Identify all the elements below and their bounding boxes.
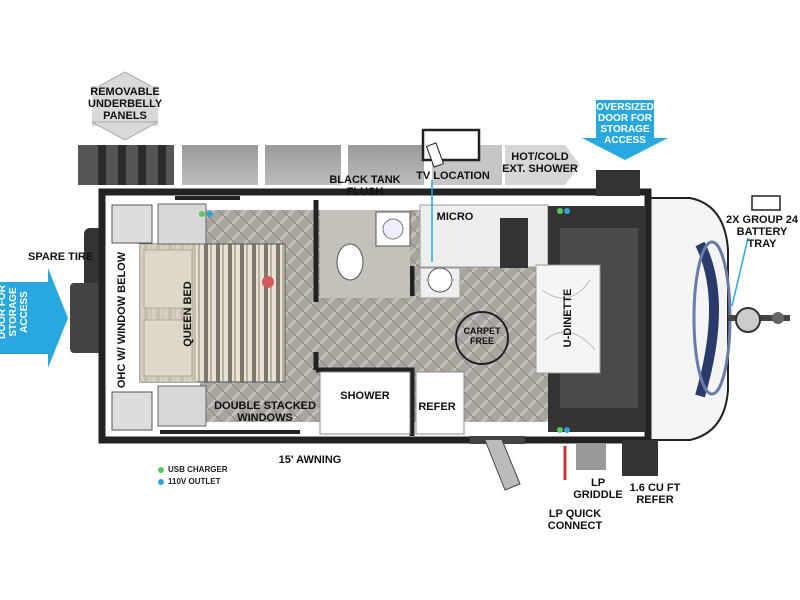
lp-griddle-label: LP GRIDDLE	[573, 477, 623, 501]
tv-icon	[421, 128, 481, 168]
double-arrow-icon	[91, 71, 159, 141]
outlet-dots	[199, 208, 570, 433]
legend-outlet: 110V OUTLET	[158, 477, 220, 486]
toilet	[336, 243, 364, 281]
refer-16-label: 1.6 CU FT REFER	[629, 482, 681, 506]
tv-location-label: TV LOCATION	[416, 170, 490, 182]
sink	[427, 267, 453, 293]
storage-door-top	[596, 170, 640, 196]
interior-walls	[313, 200, 415, 436]
trailer-front	[644, 195, 790, 441]
legend-usb: USB CHARGER	[158, 465, 228, 474]
hot-cold-shower-label: HOT/COLD EXT. SHOWER	[502, 151, 578, 175]
battery-tray-label: 2X GROUP 24 BATTERY TRAY	[726, 214, 798, 250]
wardrobe-bottom	[111, 391, 153, 431]
u-dinette	[535, 206, 646, 432]
carpet-free-badge	[455, 311, 509, 365]
shower-label: SHOWER	[340, 390, 390, 402]
queen-bed	[139, 243, 286, 383]
legend-outlet-label: 110V OUTLET	[168, 477, 221, 486]
down-arrow-icon	[582, 100, 668, 160]
legend-usb-label: USB CHARGER	[168, 465, 228, 474]
black-tank-flush-label: BLACK TANK FLUSH	[329, 174, 401, 198]
spare-tire-label: SPARE TIRE	[28, 251, 94, 263]
usb-dot-icon	[158, 466, 164, 473]
baggage-door	[70, 283, 104, 353]
awning-label: 15' AWNING	[278, 454, 342, 466]
refer-cabinet	[415, 371, 465, 435]
lp-griddle	[576, 444, 606, 470]
wardrobe-top	[111, 204, 153, 244]
outlet-dot-icon	[158, 478, 164, 485]
oversized-door-label: OVERSIZED DOOR FOR STORAGE ACCESS	[596, 102, 654, 146]
removable-underbelly-label: REMOVABLE UNDERBELLY PANELS	[88, 86, 163, 122]
refer-label: REFER	[418, 401, 456, 413]
double-stacked-windows-label: DOUBLE STACKED WINDOWS	[214, 400, 316, 424]
lp-quick-connect-label: LP QUICK CONNECT	[547, 508, 603, 532]
refer-16-box	[622, 440, 658, 476]
micro-label: MICRO	[436, 211, 474, 223]
right-arrow-icon	[0, 268, 68, 368]
shower-stall	[319, 371, 411, 435]
carpet-free-label: CARPET FREE	[463, 326, 501, 346]
